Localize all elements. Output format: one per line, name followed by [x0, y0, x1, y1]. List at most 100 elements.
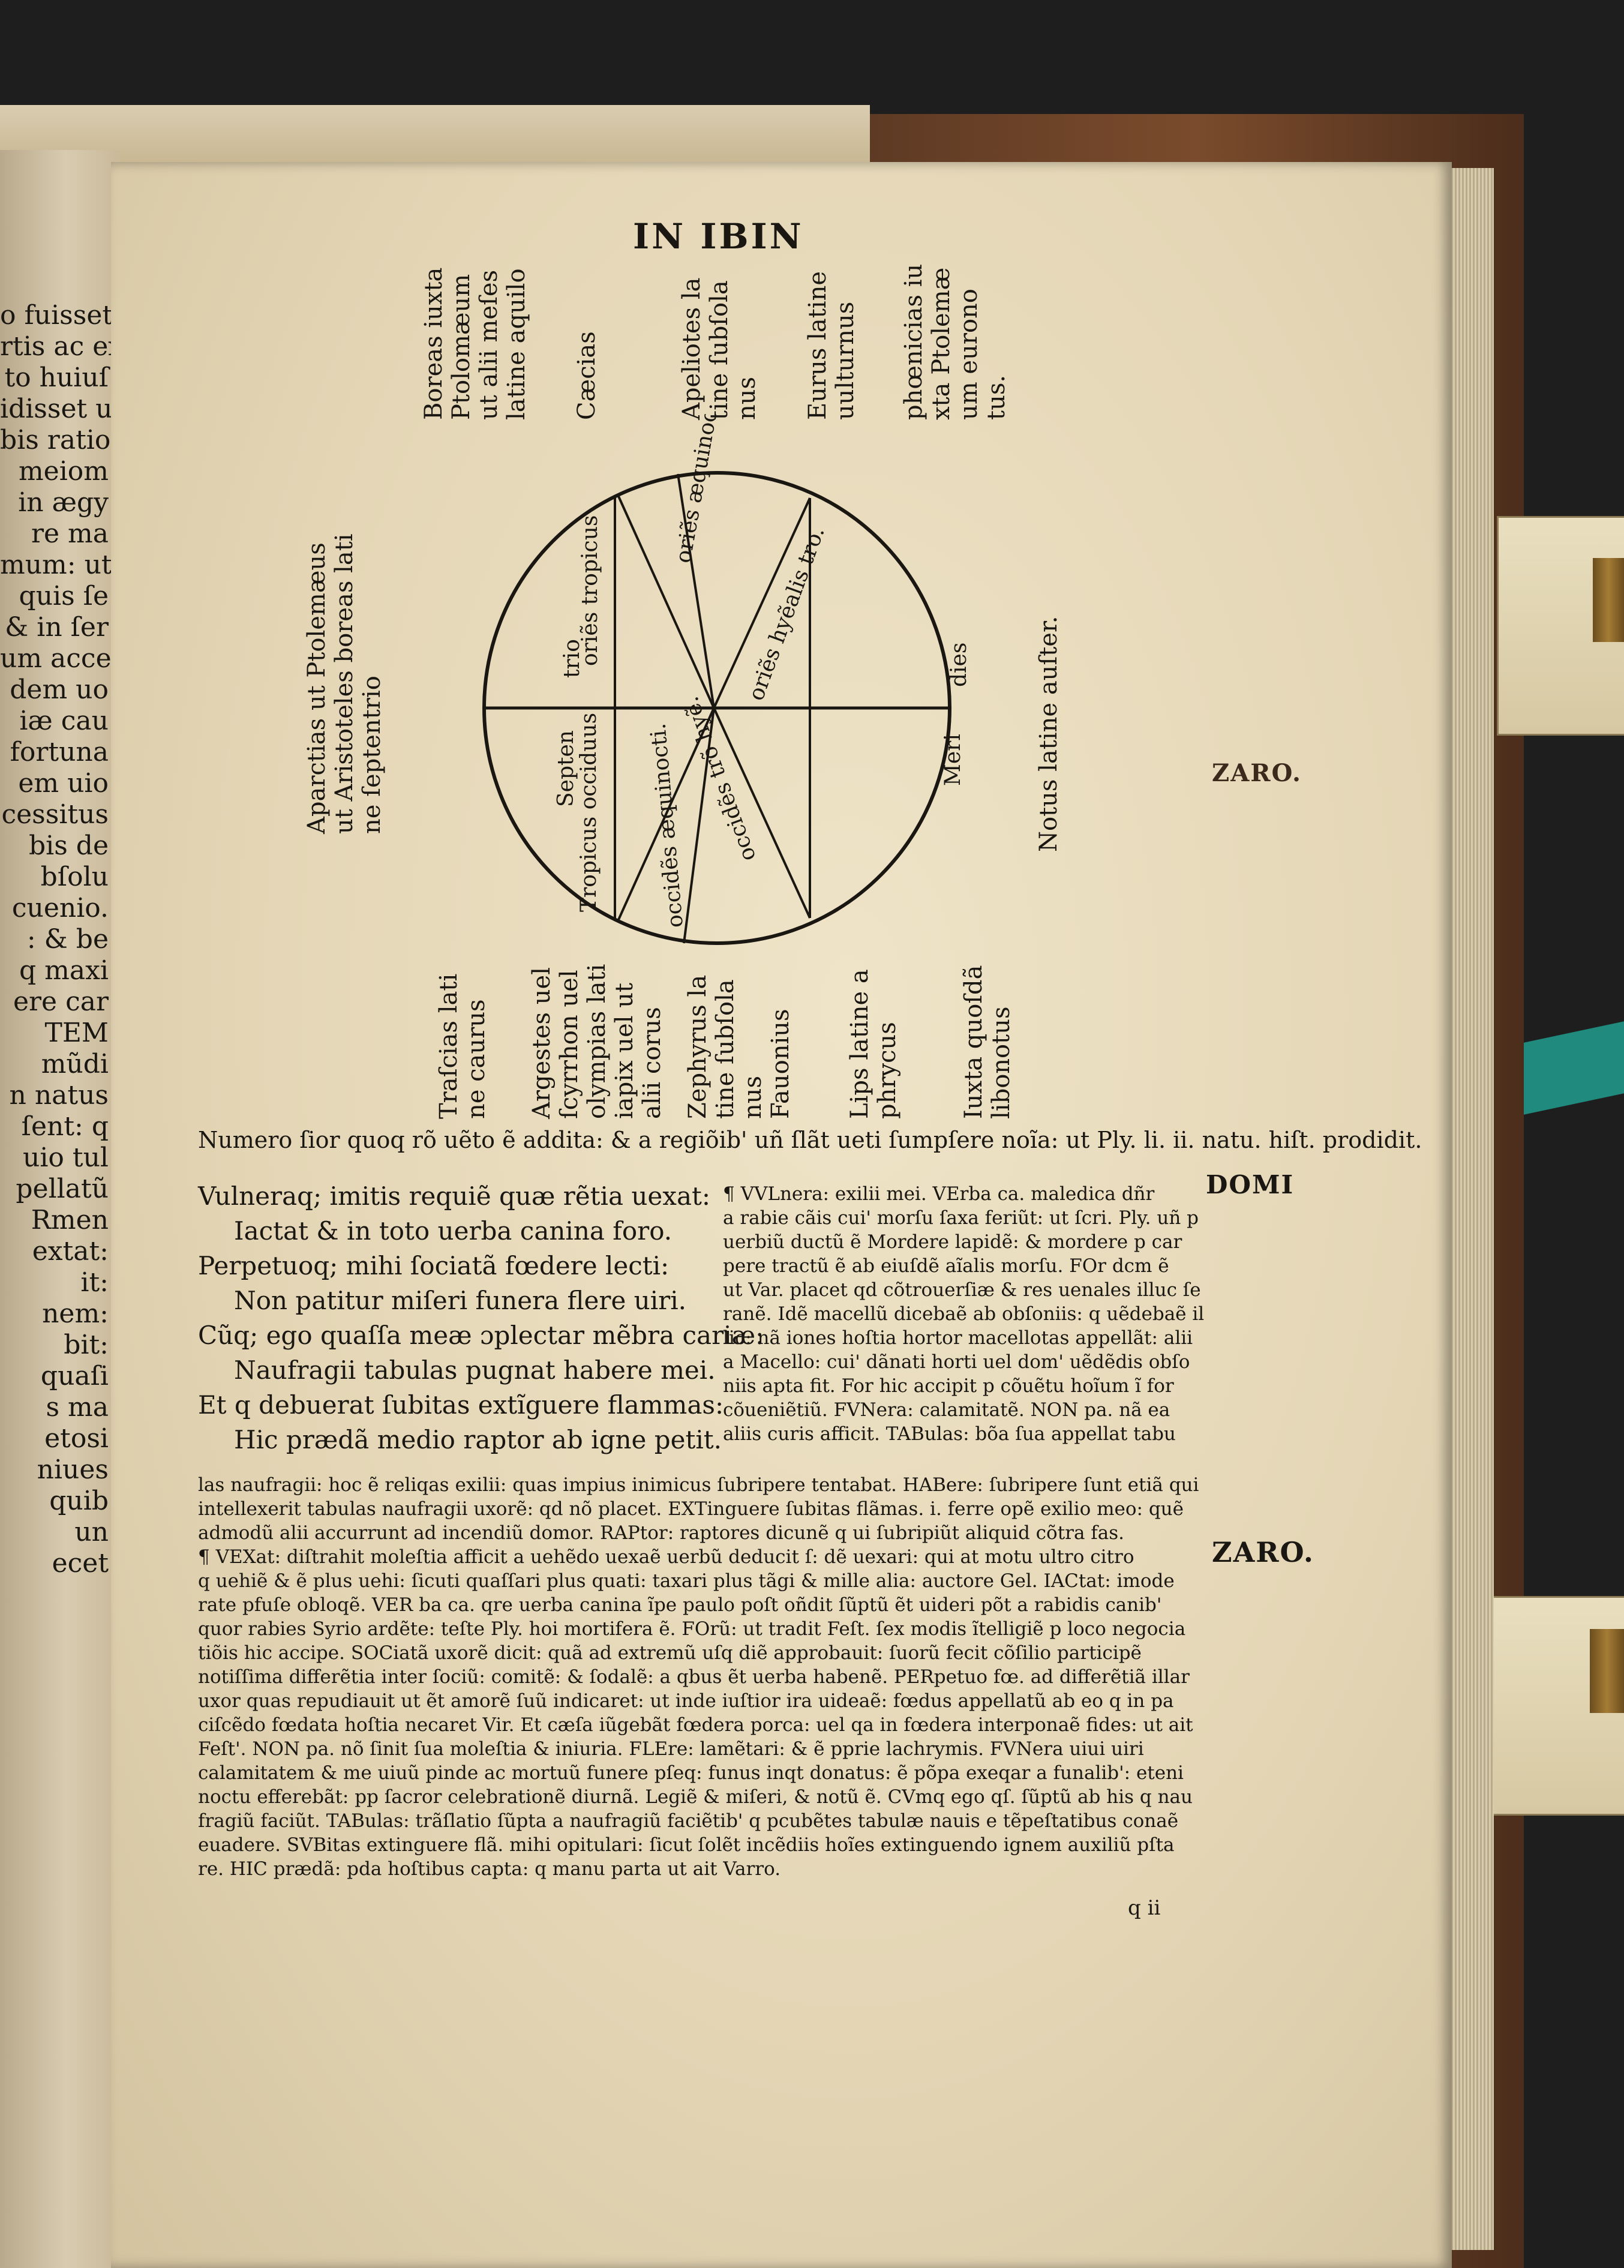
gloss-block: ¶ VVLnera: exilii mei. VErba ca. maledic…	[723, 1182, 1215, 1446]
left-page-line: cessitus	[1, 799, 109, 830]
left-page-line: it:	[80, 1267, 109, 1298]
side-note-domi: DOMI	[1206, 1170, 1295, 1199]
bottom-wind-label-line: olympias lati	[583, 964, 611, 1119]
commentary-line: ¶ VEXat: diſtrahit moleſtia afficit a ue…	[198, 1546, 1134, 1568]
top-wind-label-line: nus	[733, 376, 761, 420]
verse-line: Naufragii tabulas pugnat habere mei.	[234, 1355, 716, 1385]
left-page-line: pellatũ	[16, 1174, 109, 1204]
wedge-dies: dies	[947, 643, 971, 687]
signature-mark: q ii	[1128, 1896, 1161, 1920]
verse-line: Hic prædã medio raptor ab igne petit.	[234, 1425, 722, 1454]
left-page-line: bſolu	[40, 862, 109, 892]
top-wind-label-line: Cæcias	[573, 331, 601, 420]
wedge-trio: trio	[560, 639, 584, 678]
left-page-line: n natus	[9, 1080, 109, 1111]
ray-5	[683, 707, 715, 944]
diagram-caption: Numero ſior quoq rõ uẽto ẽ addita: & a r…	[198, 1127, 1422, 1153]
commentary-line: q uehiẽ & ẽ plus uehi: ſicuti quaſſari p…	[198, 1570, 1175, 1592]
right-wind-label: Notus latine auſter.	[1035, 616, 1062, 852]
left-page-line: idisset ut	[0, 394, 117, 424]
gloss-line: aliis curis afficit. TABulas: bõa ſua ap…	[723, 1423, 1176, 1445]
top-wind-label-line: Eurus latine	[804, 271, 831, 420]
bottom-wind-label-line: Argestes uel	[528, 967, 556, 1119]
left-wind-label-line: ut Aristoteles boreas lati	[331, 533, 358, 834]
gloss-line: uerbiũ ductũ ẽ Mordere lapidẽ: & mordere…	[723, 1231, 1182, 1253]
top-wind-label: Cæcias	[573, 331, 601, 420]
bottom-wind-label-line: ne caurus	[463, 999, 490, 1119]
left-page-line: uio tul	[23, 1142, 109, 1173]
left-page-line: ere car	[13, 986, 109, 1017]
left-page-line: mũdi	[41, 1049, 109, 1079]
ray-2	[677, 473, 715, 709]
left-page-line: rtis ac ex	[0, 331, 117, 362]
left-page-line: o fuisset	[0, 300, 113, 331]
clasp-upper-metal	[1593, 558, 1624, 642]
gloss-line: ut Var. placet qd cõtrouerſiæ & res uena…	[723, 1279, 1201, 1301]
cover-top-band	[0, 105, 870, 162]
left-page-line: quib	[49, 1486, 109, 1516]
wedge-tropicus-occiduus: Tropicus occiduus	[577, 713, 601, 912]
commentary-line: ciſcẽdo fœdata hoſtia necaret Vir. Et cæ…	[198, 1714, 1193, 1736]
right-wind-label-line: Notus latine auſter.	[1035, 616, 1062, 852]
left-page-line: cuenio.	[11, 893, 109, 923]
commentary-line: calamitatem & me uiuũ pinde ac mortuũ fu…	[198, 1762, 1184, 1784]
wind-rose-diagram: Septen trio Tropicus occiduus oriẽs trop…	[482, 414, 971, 945]
bottom-wind-label-line: tine ſubſola	[712, 979, 739, 1119]
gloss-line: ranẽ. Idẽ macellũ dicebaẽ ab obſoniis: q…	[723, 1303, 1205, 1325]
verse-line: Iactat & in toto uerba canina foro.	[234, 1216, 673, 1246]
verse-line: Cũq; ego quaſſa meæ ɔplectar mẽbra cariæ…	[198, 1321, 764, 1350]
gloss-line: a rabie cãis cui' morſu ſaxa feriũt: ut …	[723, 1207, 1199, 1229]
ribbon-strip	[1524, 1021, 1624, 1115]
running-head: IN IBIN	[633, 216, 804, 257]
page-block-edge	[1446, 168, 1494, 2250]
left-page-line: ſent: q	[21, 1111, 109, 1142]
left-page-line: to huiuſ	[4, 362, 109, 393]
left-page-line: in ægy	[18, 487, 109, 518]
left-page-line: niues	[37, 1454, 109, 1485]
top-wind-label-line: ut alii meſes	[475, 269, 503, 420]
left-wind-label-line: ne ſeptentrio	[358, 676, 386, 834]
left-page-line: quaſi	[40, 1361, 109, 1391]
verse-line: Non patitur miſeri funera flere uiri.	[234, 1286, 687, 1315]
left-page-line: s ma	[46, 1392, 109, 1423]
top-wind-label-line: Apeliotes la	[678, 277, 706, 420]
ray-1	[617, 494, 715, 709]
left-page-line: ecet	[52, 1548, 109, 1579]
left-page-line: : & be	[26, 924, 109, 955]
left-page-line: extat:	[32, 1236, 109, 1267]
ray-3	[713, 497, 811, 709]
wedge-septen: Septen	[554, 730, 578, 807]
commentary-line: las naufragii: hoc ẽ reliqas exilii: qua…	[198, 1474, 1199, 1496]
gloss-line: a Macello: cui' dãnati horti uel dom' uẽ…	[723, 1351, 1190, 1373]
left-page-line: TEM	[44, 1018, 109, 1048]
left-page-line: bit:	[64, 1330, 109, 1360]
bottom-wind-label-line: libonotus	[987, 1006, 1015, 1119]
bottom-wind-label-line: alii corus	[638, 1007, 666, 1119]
left-page-line: & in ſer	[5, 612, 109, 643]
gloss-line: lic: nã iones hoſtia hortor macellotas a…	[723, 1327, 1193, 1349]
verse-line: Et q debuerat ſubitas extĩguere flammas:	[198, 1390, 724, 1420]
wedge-oriens-tropicus: oriẽs tropicus	[578, 515, 602, 666]
verse-line: Vulneraq; imitis requiẽ quæ rẽtia uexat:	[198, 1181, 711, 1211]
gloss-line: cõueniẽtiũ. FVNera: calamitatẽ. NON pa. …	[723, 1399, 1170, 1421]
commentary-line: admodũ alii accurrunt ad incendiũ domor.…	[198, 1522, 1125, 1544]
commentary-line: euadere. SVBitas extinguere flã. mihi op…	[198, 1834, 1175, 1856]
bottom-wind-label-line: Traſcias lati	[435, 973, 463, 1119]
left-page-line: q maxi	[19, 955, 109, 986]
bottom-wind-label-line: Zephyrus la	[684, 974, 712, 1119]
bottom-wind-label-line: ſcyrrhon uel	[556, 970, 583, 1119]
left-page-line: dem uo	[10, 674, 109, 705]
left-page-line: re ma	[31, 518, 109, 549]
left-page-line: um acce	[0, 643, 112, 674]
clasp-lower-metal	[1590, 1629, 1624, 1713]
bottom-wind-label-line: Iuxta quoſdã	[960, 965, 987, 1119]
